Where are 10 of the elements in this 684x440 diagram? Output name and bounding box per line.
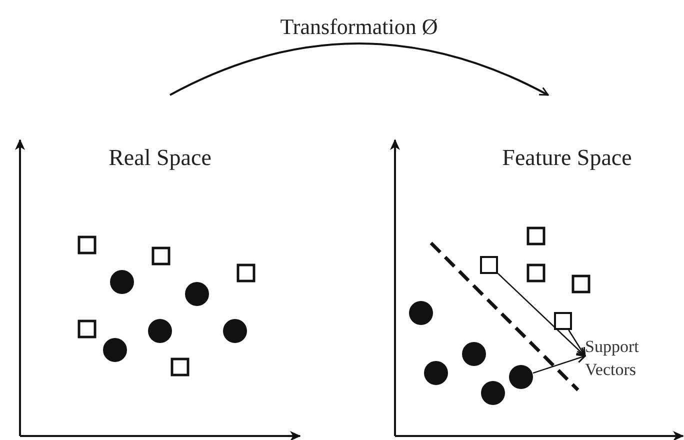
data-point-square: [480, 256, 498, 274]
leader-arrow: [532, 354, 586, 374]
leader-arrow: [498, 273, 586, 357]
leader-arrow: [568, 330, 586, 357]
data-point-square: [554, 312, 572, 330]
transformation-arrow: [170, 42, 549, 96]
data-point-circle: [509, 365, 533, 389]
plot-title: Real Space: [108, 145, 212, 171]
annotation-text: Support Vectors: [585, 336, 677, 386]
plot-title: Feature Space: [502, 145, 632, 171]
